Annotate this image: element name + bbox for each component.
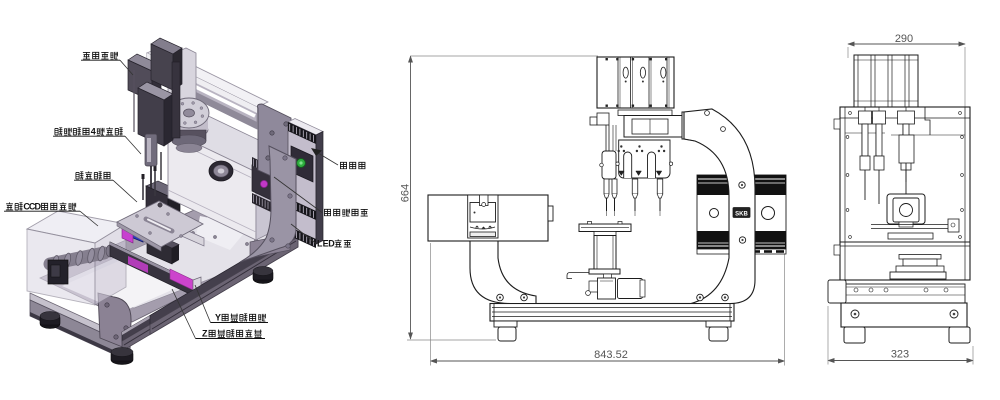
svg-text:290: 290 <box>895 33 913 45</box>
svg-text:E: E <box>323 239 329 249</box>
svg-text:SKB: SKB <box>735 212 748 218</box>
svg-text:L: L <box>317 239 323 249</box>
svg-text:C: C <box>23 202 30 212</box>
svg-text:Z: Z <box>202 329 208 339</box>
svg-text:664: 664 <box>400 184 412 202</box>
svg-text:843.52: 843.52 <box>594 349 628 361</box>
svg-text:C: C <box>29 202 36 212</box>
svg-text:D: D <box>35 202 42 212</box>
svg-text:4: 4 <box>91 127 96 137</box>
svg-text:D: D <box>328 239 335 249</box>
svg-text:323: 323 <box>891 349 909 361</box>
svg-text:Y: Y <box>215 313 221 323</box>
